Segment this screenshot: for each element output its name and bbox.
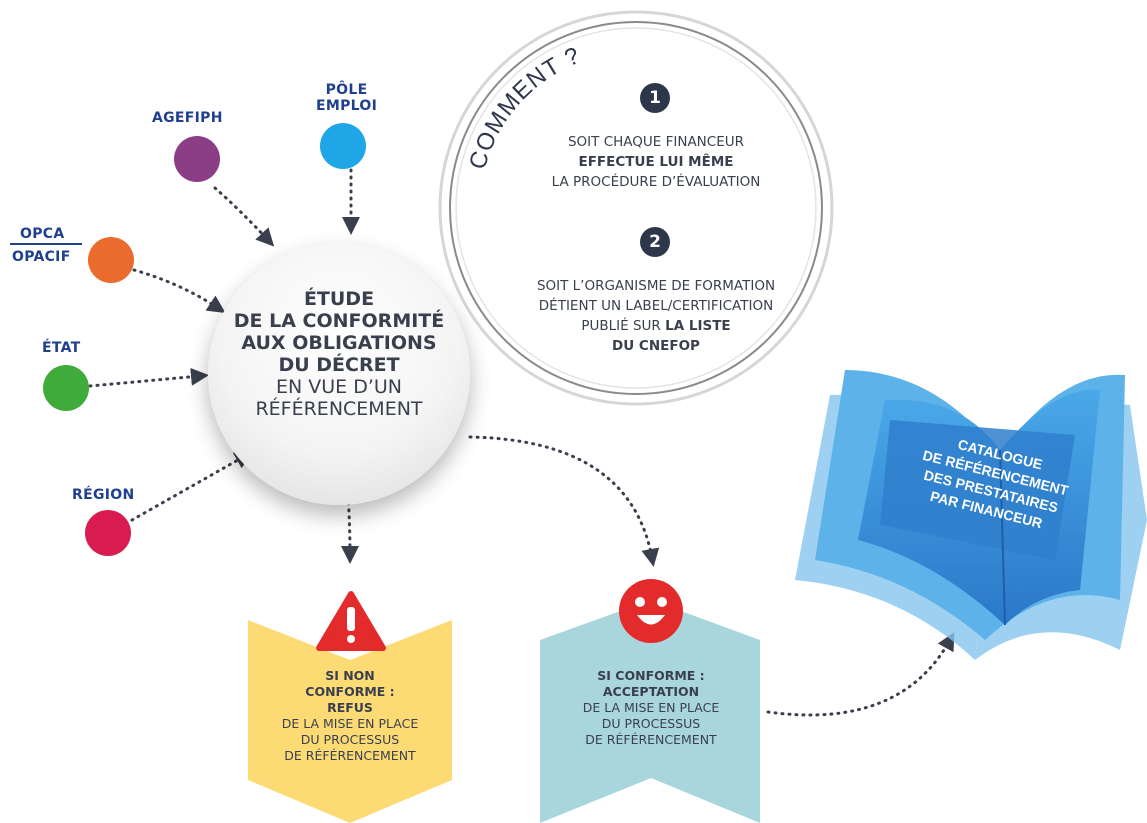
refus-normal-line: DE RÉFÉRENCEMENT (284, 748, 416, 763)
refus-bold-line: CONFORME : (305, 684, 395, 699)
region-dot (85, 510, 131, 556)
option-1-line3: LA PROCÉDURE D’ÉVALUATION (551, 174, 761, 190)
opca-label: OPCA (20, 226, 65, 242)
acceptation-text: SI CONFORME : ACCEPTATION DE LA MISE EN … (566, 668, 736, 748)
option-2-line3-bold: LA LISTE (665, 318, 731, 334)
region-label: RÉGION (72, 487, 135, 503)
center-bold-line: DU DÉCRET (278, 354, 400, 376)
option-2-line3-prefix: PUBLIÉ SUR (581, 318, 666, 334)
funder-arrows (88, 168, 955, 717)
acceptation-normal-line: DE LA MISE EN PLACE (582, 700, 720, 715)
open-book-icon (795, 370, 1147, 660)
refus-bold-line: SI NON (325, 668, 375, 683)
option-2-badge: 2 (640, 227, 670, 257)
center-text: ÉTUDE DE LA CONFORMITÉ AUX OBLIGATIONS D… (208, 288, 470, 420)
arrow-opca (132, 268, 226, 313)
pole-emploi-label-line2: EMPLOI (316, 98, 378, 114)
agefiph-label: AGEFIPH (152, 110, 223, 126)
refus-text: SI NON CONFORME : REFUS DE LA MISE EN PL… (270, 668, 430, 764)
refus-normal-line: DU PROCESSUS (300, 732, 400, 747)
pole-emploi-dot (320, 123, 366, 169)
center-normal-line: RÉFÉRENCEMENT (255, 398, 423, 420)
acceptation-bold-line: ACCEPTATION (602, 684, 700, 699)
arrow-etat (88, 367, 209, 388)
center-bold-line: AUX OBLIGATIONS (241, 332, 437, 354)
pole-emploi-label-line1: PÔLE (325, 82, 368, 98)
comment-bubble: COMMENT ? (438, 10, 834, 406)
acceptation-chevron (540, 600, 760, 823)
option-2-line3: PUBLIÉ SUR LA LISTE (496, 316, 816, 336)
warning-triangle-icon (316, 591, 386, 651)
center-circle (208, 243, 470, 505)
arrow-agefiph (213, 186, 275, 247)
arrow-to-catalogue (766, 632, 955, 717)
option-2-text: SOIT L’ORGANISME DE FORMATION DÉTIENT UN… (496, 276, 816, 356)
etat-dot (43, 365, 89, 411)
option-2-line1: SOIT L’ORGANISME DE FORMATION (536, 278, 776, 294)
opacif-label: OPACIF (12, 249, 71, 265)
refus-chevron (248, 620, 452, 823)
option-1-line2: EFFECTUE LUI MÊME (578, 154, 734, 170)
arrow-to-acceptation (468, 435, 660, 567)
center-bold-line: DE LA CONFORMITÉ (233, 310, 445, 332)
arrow-region (130, 451, 253, 522)
refus-bold-line: REFUS (327, 700, 373, 715)
option-1-badge: 1 (640, 83, 670, 113)
agefiph-dot (174, 136, 220, 182)
option-2-line4: DU CNEFOP (612, 338, 700, 354)
refus-normal-line: DE LA MISE EN PLACE (281, 716, 419, 731)
acceptation-normal-line: DU PROCESSUS (601, 716, 701, 731)
acceptation-normal-line: DE RÉFÉRENCEMENT (585, 732, 717, 747)
pole-emploi-label: PÔLE EMPLOI (316, 82, 377, 114)
smiley-face-icon (619, 579, 683, 643)
center-normal-line: EN VUE D’UN (276, 376, 402, 398)
center-bold-line: ÉTUDE (303, 288, 375, 310)
option-1-line1: SOIT CHAQUE FINANCEUR (567, 134, 744, 150)
acceptation-bold-line: SI CONFORME : (597, 668, 705, 683)
etat-label: ÉTAT (42, 340, 81, 356)
option-1-text: SOIT CHAQUE FINANCEUR EFFECTUE LUI MÊME … (516, 132, 796, 192)
option-2-line2: DÉTIENT UN LABEL/CERTIFICATION (538, 298, 774, 314)
opca-dot (88, 237, 134, 283)
